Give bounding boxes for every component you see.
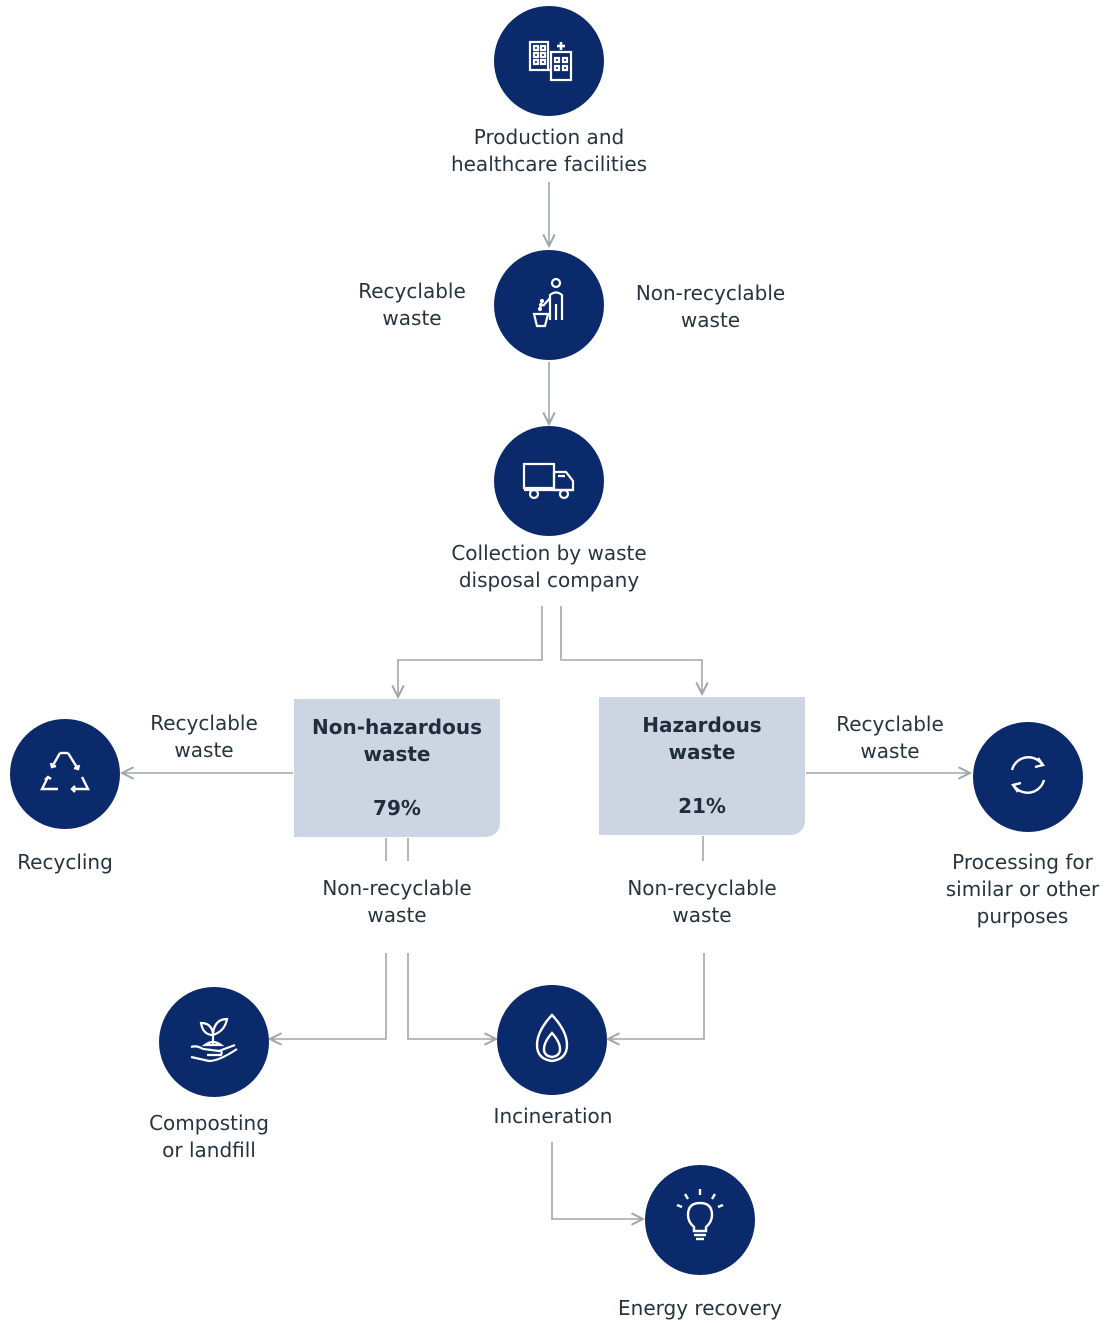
facilities-label: Production and healthcare facilities — [450, 125, 648, 176]
lightbulb-icon — [665, 1183, 735, 1257]
non-hazardous-title: Non-hazardous waste — [312, 715, 482, 766]
sorting-recyclable-label: Recyclable waste — [358, 279, 466, 330]
sorting-nonrecyclable-label: Non-recyclable waste — [635, 281, 786, 332]
hazardous-box: Hazardous waste 21% — [599, 697, 805, 835]
non-hazardous-box: Non-hazardous waste 79% — [294, 699, 500, 837]
composting-node — [159, 987, 269, 1097]
plant-in-hand-icon — [179, 1005, 249, 1079]
processing-label: Processing for similar or other purposes — [945, 850, 1100, 928]
edge-incineration-energy — [551, 1142, 643, 1219]
incineration-label: Incineration — [493, 1104, 613, 1128]
buildings-icon — [514, 24, 584, 98]
incineration-node — [497, 985, 607, 1095]
recycling-node — [10, 719, 120, 829]
processing-edge-label: Recyclable waste — [836, 712, 944, 763]
truck-icon — [514, 444, 584, 518]
non-hazardous-nonrecyclable-label: Non-recyclable waste — [322, 876, 472, 927]
person-dropping-waste-icon — [514, 268, 584, 342]
processing-node — [973, 722, 1083, 832]
recycling-edge-label: Recyclable waste — [150, 711, 258, 762]
flame-icon — [517, 1003, 587, 1077]
energy-node — [645, 1165, 755, 1275]
facilities-node — [494, 6, 604, 116]
circular-arrows-icon — [993, 740, 1063, 814]
recycle-icon — [30, 737, 100, 811]
edge-collection-nonhazardous — [398, 606, 543, 697]
composting-label: Composting or landfill — [149, 1111, 269, 1162]
edge-nonhaz-incineration — [407, 953, 496, 1039]
collection-label: Collection by waste disposal company — [451, 541, 647, 592]
collection-node — [494, 426, 604, 536]
sorting-node — [494, 250, 604, 360]
non-hazardous-percent: 79% — [373, 796, 421, 820]
edge-nonhaz-composting — [270, 953, 387, 1039]
energy-label: Energy recovery — [618, 1296, 782, 1320]
edge-collection-hazardous — [560, 606, 702, 694]
recycling-label: Recycling — [17, 850, 113, 874]
hazardous-title: Hazardous waste — [642, 713, 762, 764]
edge-haz-incineration — [608, 953, 705, 1039]
hazardous-nonrecyclable-label: Non-recyclable waste — [627, 876, 777, 927]
hazardous-percent: 21% — [678, 794, 726, 818]
